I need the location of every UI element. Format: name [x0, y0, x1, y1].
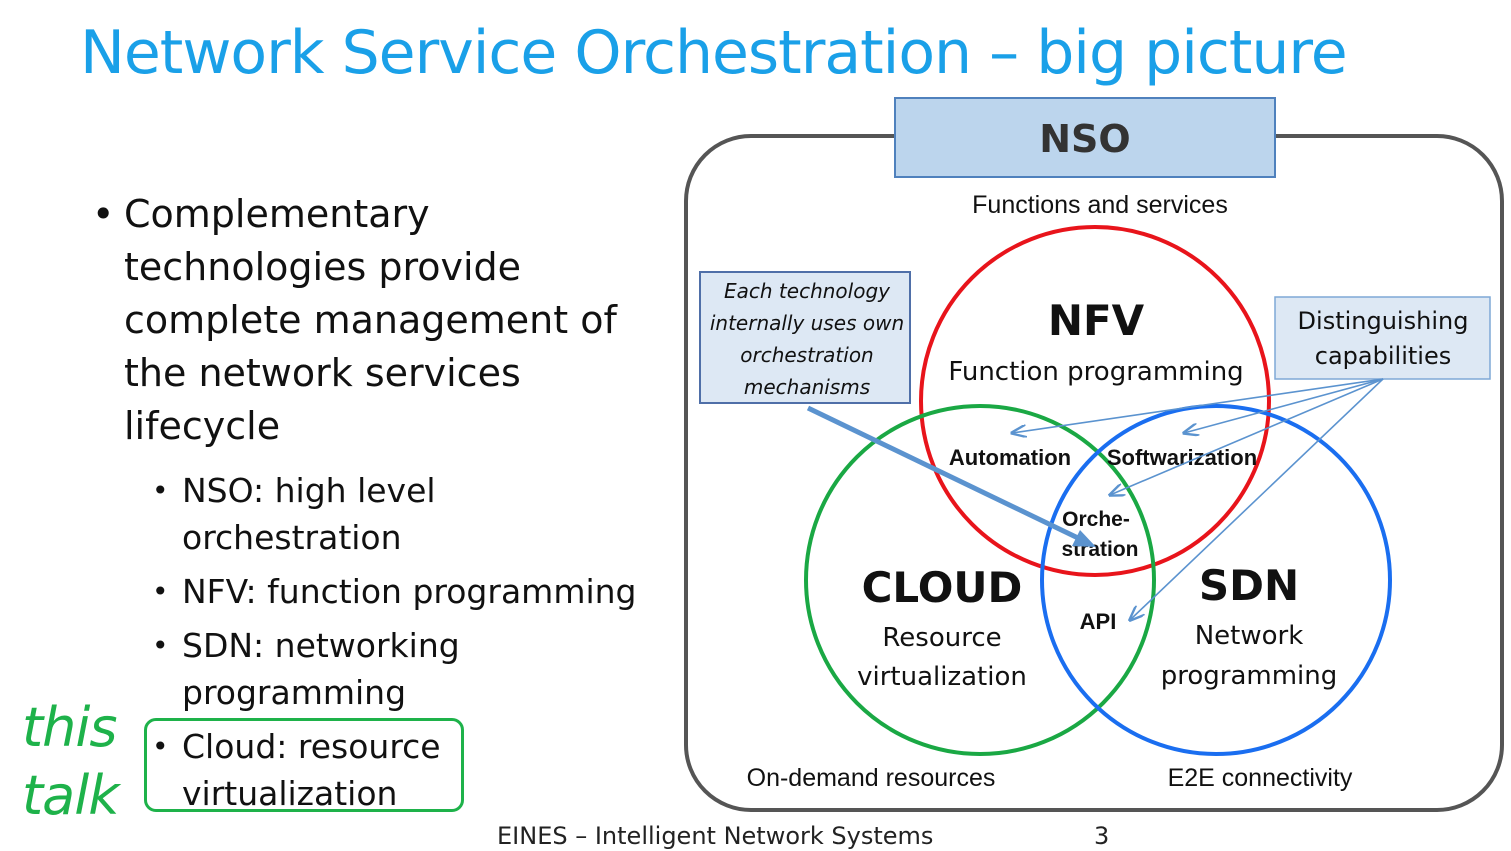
callout-right-line1: Distinguishing: [1298, 307, 1469, 335]
sdn-desc-line2: programming: [1161, 661, 1338, 691]
arrow-to-softwarization: [1184, 378, 1384, 433]
softwarization-label: Softwarization: [1107, 445, 1257, 470]
sub-bullet-text: SDN: networking programming: [182, 626, 460, 712]
callout-left-line1: Each technology: [724, 279, 891, 303]
orchestration-arrowhead: [1072, 530, 1096, 547]
sub-bullet-sdn: SDN: networking programming: [152, 622, 692, 716]
orchestration-arrow: [806, 405, 1080, 541]
cloud-desc-line2: virtualization: [857, 662, 1027, 692]
bullet-list: Complementary technologies provide compl…: [92, 188, 692, 824]
sub-bullet-text: NFV: function programming: [182, 572, 637, 611]
cloud-title: CLOUD: [862, 563, 1023, 612]
cloud-circle: [804, 404, 1156, 756]
nfv-circle: [919, 225, 1271, 577]
handwritten-annotation-talk: talk: [22, 764, 120, 827]
main-bullet-text: Complementary technologies provide compl…: [124, 192, 617, 448]
e2e-connectivity-label: E2E connectivity: [1168, 764, 1353, 792]
page-number: 3: [1094, 822, 1110, 850]
sdn-circle: [1040, 404, 1392, 756]
sub-bullet-text: Cloud: resource virtualization: [182, 727, 441, 813]
orchestration-label-line2: stration: [1061, 538, 1138, 561]
main-bullet: Complementary technologies provide compl…: [92, 188, 692, 453]
sub-bullet-nso: NSO: high level orchestration: [152, 467, 692, 561]
sdn-title: SDN: [1199, 561, 1299, 610]
footer-text: EINES – Intelligent Network Systems: [497, 822, 934, 850]
nfv-desc: Function programming: [948, 357, 1243, 387]
sub-bullet-cloud: Cloud: resource virtualization: [152, 723, 692, 817]
functions-services-label: Functions and services: [972, 191, 1228, 219]
handwritten-annotation-this: this: [22, 696, 118, 759]
slide-title: Network Service Orchestration – big pict…: [80, 18, 1348, 88]
arrow-to-automation: [1012, 378, 1384, 433]
on-demand-resources-label: On-demand resources: [747, 764, 996, 792]
cloud-desc-line1: Resource: [882, 623, 1001, 653]
api-label: API: [1080, 609, 1117, 634]
arrow-to-api: [1130, 378, 1384, 620]
sub-bullet-list: NSO: high level orchestration NFV: funct…: [92, 467, 692, 817]
arrow-to-orchestration: [1110, 378, 1384, 495]
nso-box: [894, 97, 1276, 178]
callout-left-line2: internally uses own: [710, 311, 904, 335]
automation-label: Automation: [949, 445, 1071, 470]
callout-right-line2: capabilities: [1315, 342, 1451, 370]
callout-right-box: [1274, 296, 1491, 380]
sub-bullet-nfv: NFV: function programming: [152, 568, 692, 615]
callout-left-box: [699, 271, 911, 404]
orchestration-label-line1: Orche-: [1062, 508, 1130, 531]
sub-bullet-text: NSO: high level orchestration: [182, 471, 436, 557]
sdn-desc-line1: Network: [1195, 621, 1304, 651]
nfv-title: NFV: [1048, 296, 1145, 345]
callout-left-line4: mechanisms: [744, 375, 870, 399]
callout-left-line3: orchestration: [740, 343, 874, 367]
nso-label: NSO: [1039, 117, 1130, 161]
highlight-box: [144, 718, 464, 812]
